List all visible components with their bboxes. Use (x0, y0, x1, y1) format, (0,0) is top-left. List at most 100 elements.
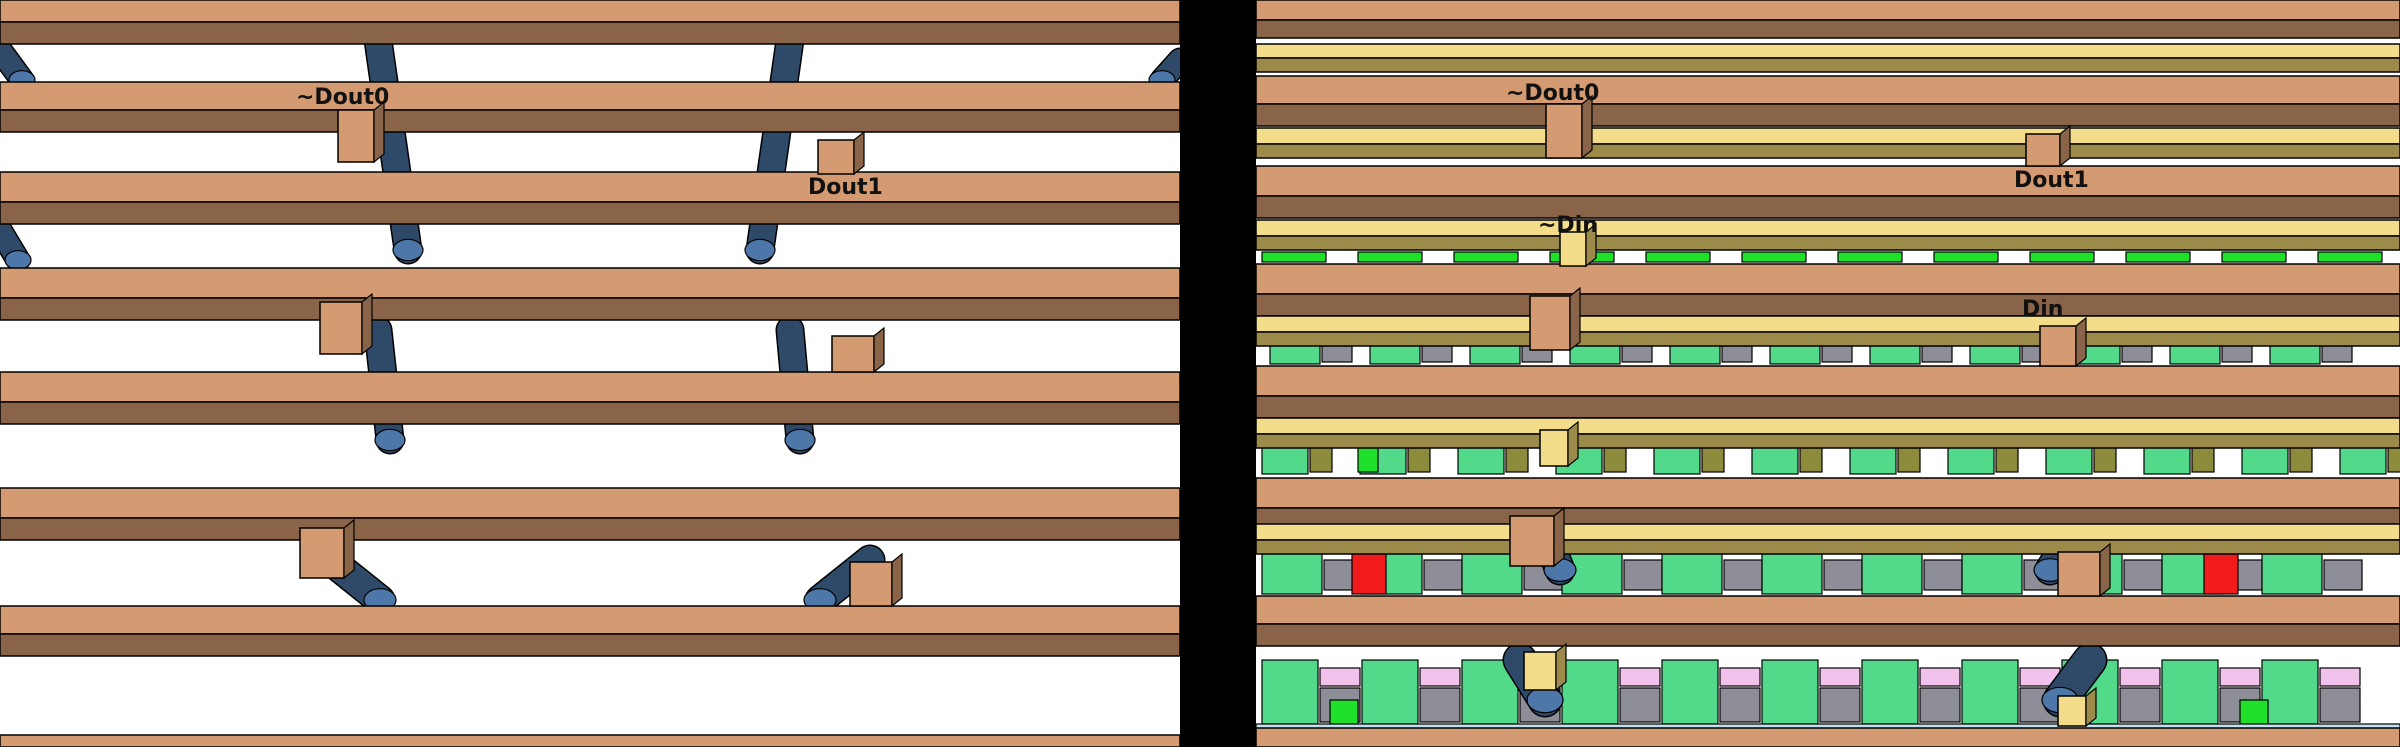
label-right-dout1: Dout1 (2014, 168, 2089, 193)
right-device-green-r2-7 (1969, 343, 2021, 365)
right-rail-2-side (1255, 195, 2400, 219)
right-device-green-r1-7 (1933, 251, 1999, 263)
right-device-gray-r5-4 (1719, 687, 1761, 723)
right-device-green-r1-5 (1741, 251, 1807, 263)
left-stub-dout1-c-side (891, 552, 903, 608)
right-device-pink-r5-10 (2319, 667, 2361, 687)
right-stub-dout1-a (2025, 133, 2061, 167)
left-stub-dout0-c (299, 527, 345, 579)
right-device-gray-r2-10 (2321, 345, 2353, 363)
left-rail-1 (0, 81, 1181, 111)
right-device-gray-r4-10 (2323, 559, 2363, 591)
right-device-green-r5-10 (2261, 659, 2319, 725)
right-rail-y1-side (1255, 143, 2400, 159)
right-device-green-r2-10 (2269, 343, 2321, 365)
left-pin-stubs (299, 100, 903, 608)
left-via-e-cap (4, 250, 32, 270)
right-device-green-r4-10 (2261, 547, 2323, 595)
right-device-green-r5-0 (1261, 659, 1319, 725)
right-device-green-r2-5 (1769, 343, 1821, 365)
left-rail-0 (0, 0, 1181, 23)
right-stub-dout1-c-side (2099, 542, 2111, 598)
right-rail-y4-side (1255, 433, 2400, 449)
left-rail-4-side (0, 401, 1181, 425)
right-device-gray-r4-6 (1923, 559, 1963, 591)
right-device-green-r4-7 (1961, 547, 2023, 595)
right-device-pink-r5-3 (1619, 667, 1661, 687)
right-device-green-r2-4 (1669, 343, 1721, 365)
right-device-gray-r2-0 (1321, 345, 1353, 363)
right-stub-din-c (2057, 695, 2087, 727)
right-device-gray-r4-5 (1823, 559, 1863, 591)
right-device-pink-r5-0 (1319, 667, 1361, 687)
right-device-gray-r2-4 (1721, 345, 1753, 363)
right-device-green-r2-2 (1469, 343, 1521, 365)
right-rail-1 (1255, 75, 2400, 105)
right-device-green-r4-0 (1261, 547, 1323, 595)
right-device-gray-r2-6 (1921, 345, 1953, 363)
left-rail-2-side (0, 201, 1181, 225)
right-stub-ndin-b (1539, 429, 1569, 467)
left-rail-7 (0, 734, 1181, 747)
right-stub-dout0-a-side (1581, 94, 1593, 160)
right-device-green-r1-4 (1645, 251, 1711, 263)
right-rail-y0-side (1255, 57, 2400, 73)
left-stub-dout0-c-side (343, 518, 355, 580)
right-device-red-b (2203, 547, 2239, 595)
right-rail-y3 (1255, 315, 2400, 333)
right-rail-3-side (1255, 293, 2400, 317)
right-device-green-r5-7 (1961, 659, 2019, 725)
right-device-pink-r5-8 (2119, 667, 2161, 687)
right-device-green-r1-8 (2029, 251, 2095, 263)
left-stub-dout1-c (849, 561, 893, 607)
right-stub-dout0-c (1509, 515, 1555, 567)
left-rail-6-side (0, 633, 1181, 657)
right-rail-3 (1255, 263, 2400, 295)
right-device-pink-r5-9 (2219, 667, 2261, 687)
right-rail-y5 (1255, 523, 2400, 541)
right-device-green-r1-6 (1837, 251, 1903, 263)
left-rail-4 (0, 371, 1181, 403)
right-stub-ndin-a (1559, 231, 1587, 267)
left-rail-0-side (0, 21, 1181, 45)
right-rail-6 (1255, 595, 2400, 625)
right-device-green-r5-6 (1861, 659, 1919, 725)
right-stub-ndin-c-side (1555, 642, 1567, 692)
right-device-gray-r2-5 (1821, 345, 1853, 363)
right-device-gray-r4-3 (1623, 559, 1663, 591)
right-stub-dout1-c (2057, 551, 2101, 597)
right-device-green-r1-9 (2125, 251, 2191, 263)
right-stub-dout0-c-side (1553, 506, 1565, 568)
left-rail-5-side (0, 517, 1181, 541)
right-rail-y3-side (1255, 331, 2400, 347)
left-stub-dout0-a (337, 109, 375, 163)
right-rail-5 (1255, 477, 2400, 509)
right-device-green-r5-5 (1761, 659, 1819, 725)
right-panel-full-stack: ~Dout0 Dout1 ~Din Din (1255, 0, 2400, 747)
right-rail-4-side (1255, 395, 2400, 419)
left-rail-3-side (0, 297, 1181, 321)
right-device-gray-r5-3 (1619, 687, 1661, 723)
right-device-green-r1-10 (2221, 251, 2287, 263)
right-stub-dout0-b-side (1569, 286, 1581, 352)
right-stub-din-c-side (2085, 686, 2097, 728)
left-via-c-cap (744, 238, 776, 262)
right-pin-stubs (1509, 94, 2111, 728)
left-stub-dout1-b-side (873, 326, 885, 374)
left-rail-3 (0, 267, 1181, 299)
right-device-green-r4-5 (1761, 547, 1823, 595)
left-stub-dout1-b (831, 335, 875, 373)
right-device-green-r2-1 (1369, 343, 1421, 365)
right-rail-7 (1255, 727, 2400, 747)
left-rail-2 (0, 171, 1181, 203)
right-via-c-cap (1526, 686, 1564, 714)
right-device-gray-r5-8 (2119, 687, 2161, 723)
right-device-gray-r2-1 (1421, 345, 1453, 363)
label-right-ndin: ~Din (1538, 213, 1598, 238)
right-device-gray-r2-8 (2121, 345, 2153, 363)
right-rail-0-side (1255, 19, 2400, 39)
right-rail-6-side (1255, 623, 2400, 647)
left-panel-metal-layers: ~Dout0 Dout1 (0, 0, 1193, 747)
left-metal-rails (0, 0, 1181, 747)
